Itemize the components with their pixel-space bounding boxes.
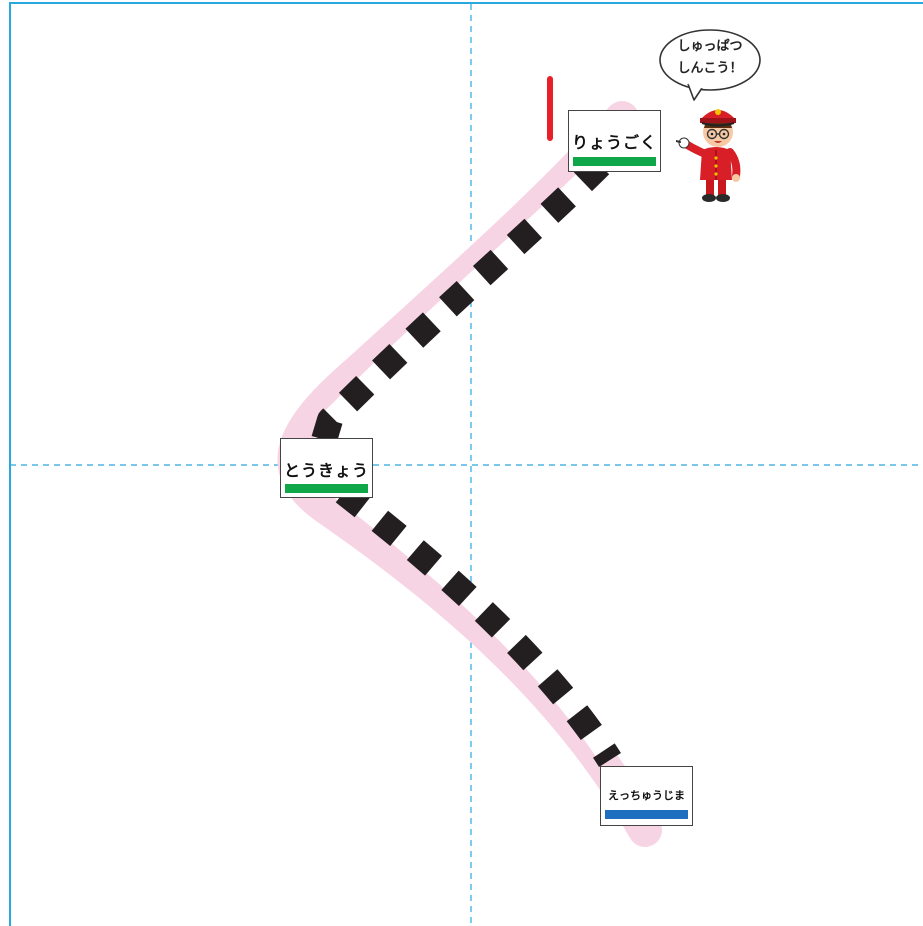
station-name-tokyo: とうきょう	[283, 461, 369, 480]
speech-bubble-text: しゅっぱつ しんこう！	[658, 36, 762, 80]
worksheet-frame	[9, 2, 923, 926]
station-etchujima: えっちゅうじま	[600, 766, 693, 826]
speech-bubble-icon: しゅっぱつ しんこう！	[658, 22, 766, 102]
station-name-etchujima: えっちゅうじま	[608, 789, 685, 802]
station-tokyo: とうきょう	[280, 438, 373, 498]
station-name-ryogoku: りょうごく	[571, 133, 657, 152]
line-color-bar-green	[573, 157, 656, 166]
conductor-character-icon	[675, 98, 756, 213]
speech-line-2: しんこう！	[677, 61, 743, 76]
station-ryogoku: りょうごく	[568, 110, 661, 172]
line-color-bar-blue	[605, 810, 688, 819]
line-color-bar-green	[285, 484, 368, 493]
speech-line-1: しゅっぱつ	[677, 39, 743, 54]
